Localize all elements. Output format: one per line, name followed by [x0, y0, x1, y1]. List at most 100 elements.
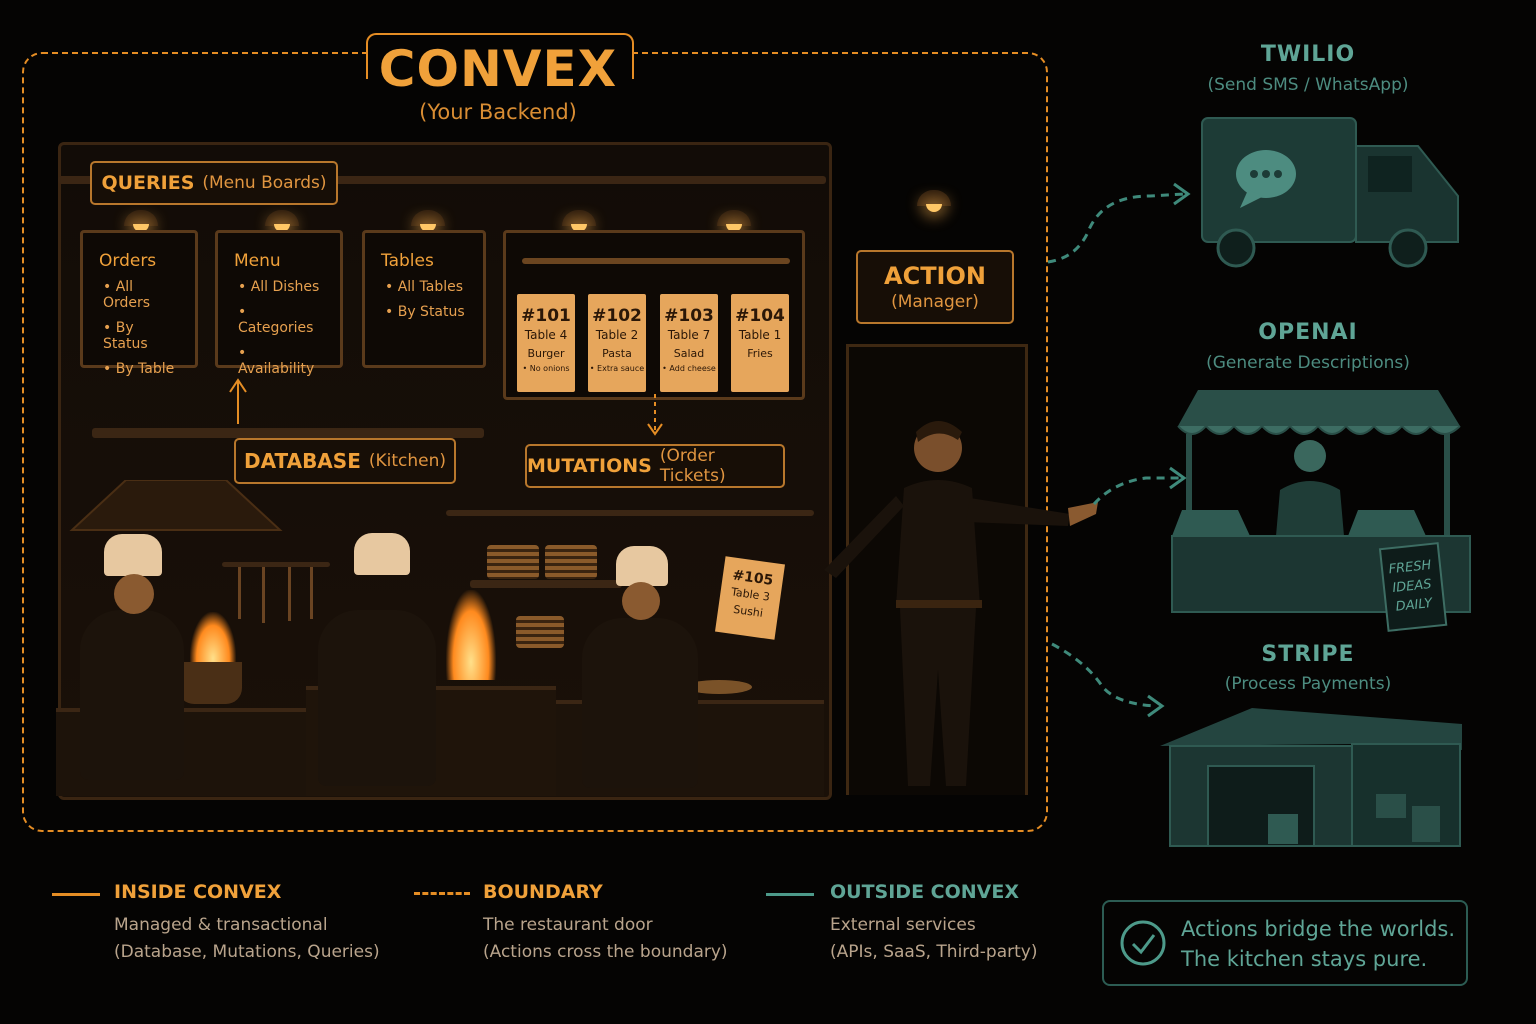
arrow-up-icon	[229, 378, 247, 424]
flame-icon	[190, 612, 236, 670]
whisk-icon	[288, 567, 291, 621]
ticket-note: • No onions	[522, 364, 570, 373]
diagram-title: CONVEX	[378, 40, 618, 98]
board-title: Tables	[381, 251, 434, 271]
lamp-icon	[265, 210, 299, 232]
legend-outside-head: OUTSIDE CONVEX	[830, 881, 1019, 903]
chef-1	[80, 610, 184, 780]
twilio-subtitle: (Send SMS / WhatsApp)	[1207, 75, 1409, 95]
board-item: Categories	[238, 304, 324, 336]
openai-connector	[1092, 466, 1187, 506]
spoon-icon	[262, 567, 265, 623]
lamp-icon	[411, 210, 445, 232]
board-title: Menu	[234, 251, 281, 271]
board-item: All Orders	[103, 279, 179, 311]
ladle-icon	[238, 567, 241, 619]
plate-stack-icon	[545, 545, 597, 579]
action-label-sub: (Manager)	[891, 292, 979, 312]
ticket-table: Table 2	[595, 328, 639, 342]
plate-stack-icon	[487, 545, 539, 579]
ticket-dish: Salad	[673, 347, 705, 360]
pot-rack	[446, 510, 814, 516]
queries-label-text: QUERIES	[101, 172, 195, 194]
stripe-subtitle: (Process Payments)	[1224, 674, 1392, 694]
ticket-dish: Sushi	[732, 602, 764, 620]
board-tables: Tables All Tables By Status	[362, 230, 486, 368]
lamp-icon	[917, 190, 951, 212]
chef-3	[582, 618, 698, 788]
legend-solid-teal-line	[766, 893, 814, 896]
board-item: By Status	[103, 320, 179, 352]
mutations-label-sub: (Order Tickets)	[659, 446, 726, 486]
lamp-icon	[124, 210, 158, 232]
manager-figure	[824, 421, 1098, 786]
legend-inside-desc: Managed & transactional (Database, Mutat…	[114, 912, 380, 966]
board-item: By Table	[103, 361, 179, 377]
ticket-note: • Extra sauce	[589, 364, 645, 373]
callout-line: Actions bridge the worlds.	[1181, 917, 1456, 941]
plate-shelf	[470, 580, 622, 588]
board-orders: Orders All Orders By Status By Table	[80, 230, 198, 377]
held-order-ticket: #105 Table 3 Sushi	[715, 556, 785, 640]
openai-subtitle: (Generate Descriptions)	[1206, 353, 1410, 373]
stripe-connector	[1051, 642, 1165, 718]
stripe-title: STRIPE	[1261, 642, 1355, 667]
legend-line: External services	[830, 915, 976, 935]
stall-sign: FRESH IDEAS DAILY	[1385, 556, 1439, 618]
ticket-number: #103	[664, 306, 714, 326]
spatula-icon	[310, 567, 313, 619]
top-beam	[58, 176, 826, 184]
range-hood	[69, 480, 283, 531]
order-ticket: #104 Table 1 Fries	[731, 294, 789, 392]
action-label-text: ACTION	[884, 262, 986, 290]
mutations-label-text: MUTATIONS	[527, 455, 652, 477]
chef-hat	[616, 546, 668, 586]
legend-dashed-orange-line	[414, 892, 470, 895]
ticket-number: #102	[592, 306, 642, 326]
legend-outside-desc: External services (APIs, SaaS, Third-par…	[830, 912, 1037, 966]
diagram-subtitle: (Your Backend)	[419, 100, 577, 124]
callout-box	[1102, 900, 1468, 986]
order-ticket: #102 Table 2 Pasta • Extra sauce	[588, 294, 646, 392]
action-label: ACTION (Manager)	[856, 250, 1014, 324]
chef-head	[622, 582, 660, 620]
board-menu: Menu All Dishes Categories Availability	[215, 230, 343, 377]
ticket-dish: Pasta	[602, 347, 632, 360]
board-item: Availability	[238, 345, 324, 377]
check-circle-icon	[1120, 920, 1166, 966]
dish-plate-icon	[686, 680, 752, 694]
legend-line: (Actions cross the boundary)	[483, 942, 728, 962]
order-ticket: #101 Table 4 Burger • No onions	[517, 294, 575, 392]
utensil-rack	[222, 562, 330, 567]
lamp-icon	[717, 210, 751, 232]
legend-line: Managed & transactional	[114, 915, 328, 935]
ticket-rail	[522, 258, 790, 264]
delivery-truck-icon	[1201, 117, 1459, 268]
pot-icon	[178, 662, 242, 704]
legend-inside-head: INSIDE CONVEX	[114, 881, 282, 903]
callout-text: Actions bridge the worlds. The kitchen s…	[1181, 914, 1455, 974]
legend-line: The restaurant door	[483, 915, 653, 935]
board-item: All Tables	[385, 279, 467, 295]
database-label: DATABASE (Kitchen)	[234, 438, 456, 484]
chef-hat	[104, 534, 162, 576]
ticket-dish: Burger	[527, 347, 565, 360]
ticket-table: Table 7	[667, 328, 711, 342]
arrow-down-icon	[647, 394, 663, 436]
ticket-table: Table 1	[738, 328, 782, 342]
legend-boundary-head: BOUNDARY	[483, 881, 603, 903]
ticket-number: #101	[521, 306, 571, 326]
database-label-sub: (Kitchen)	[368, 451, 447, 471]
warehouse-icon	[1160, 708, 1462, 847]
board-item: By Status	[385, 304, 467, 320]
legend-solid-orange-line	[52, 893, 100, 896]
legend-boundary-desc: The restaurant door (Actions cross the b…	[483, 912, 728, 966]
queries-label: QUERIES (Menu Boards)	[90, 161, 338, 205]
hood-shelf	[92, 428, 484, 438]
callout-line: The kitchen stays pure.	[1181, 947, 1428, 971]
legend-line: (APIs, SaaS, Third-party)	[830, 942, 1038, 962]
twilio-title: TWILIO	[1260, 42, 1356, 67]
chef-head	[114, 574, 154, 614]
board-item: All Dishes	[238, 279, 324, 295]
plate-stack-icon	[516, 616, 564, 648]
